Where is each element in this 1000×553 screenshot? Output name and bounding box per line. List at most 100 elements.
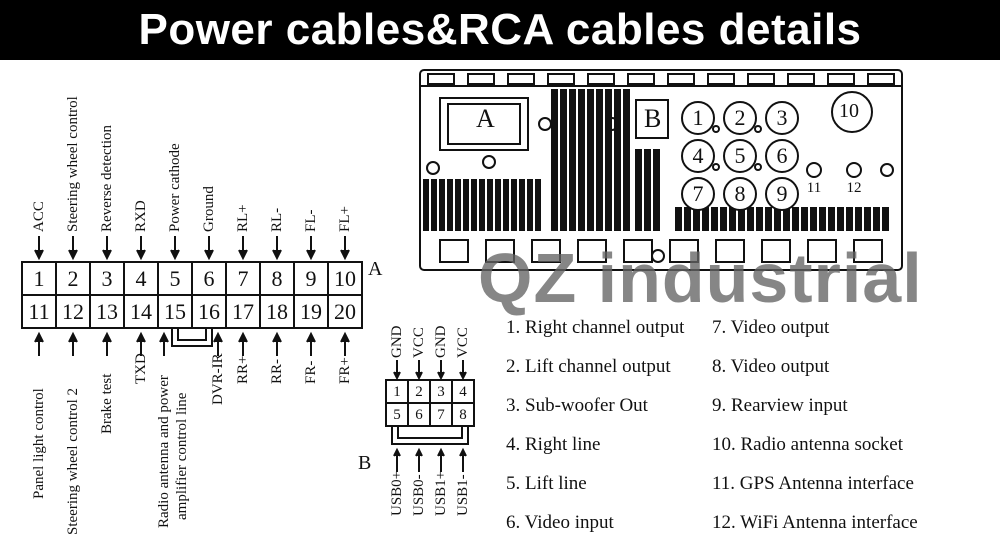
connector-b-bottom-label: USB0-: [411, 474, 427, 516]
panel-vent-tab: [547, 73, 575, 85]
connector-b-bottom-label: USB1-: [455, 474, 471, 516]
panel-vent-tab: [707, 73, 735, 85]
panel-vent-tab: [427, 73, 455, 85]
panel-bottom-fin: [635, 149, 642, 231]
connector-a-pin: 7: [237, 266, 249, 291]
connector-b-pin: 5: [393, 407, 401, 423]
panel-vent-tab: [507, 73, 535, 85]
panel-jack-number: 7: [681, 177, 715, 211]
legend-item: 6. Video input: [506, 512, 614, 533]
connector-a-pin: 17: [232, 299, 254, 324]
connector-a-bottom-arrowhead: [272, 331, 282, 343]
connector-a-top-arrowhead: [306, 249, 316, 261]
connector-a-bottom-arrowhead: [68, 331, 78, 343]
connector-b-bottom-label: USB0+: [389, 470, 405, 516]
connector-a-top-arrowhead: [102, 249, 112, 261]
connector-a-top-label: Ground: [201, 186, 217, 232]
connector-a-pin: 12: [62, 299, 84, 324]
panel-bottom-fin: [519, 179, 525, 231]
connector-b-top-arrowhead: [415, 371, 423, 381]
connector-a-top-label: FL+: [337, 206, 353, 232]
connector-a-pin: 16: [198, 299, 220, 324]
connector-b-pin: 4: [459, 384, 467, 400]
panel-jack-number: 2: [723, 101, 757, 135]
panel-fin: [560, 89, 567, 231]
panel-vent-tab: [867, 73, 895, 85]
panel-jack-number: 1: [681, 101, 715, 135]
panel-vent-tab: [627, 73, 655, 85]
panel-fin: [569, 89, 576, 231]
legend-item: 9. Rearview input: [712, 395, 848, 416]
panel-bottom-tab: [577, 239, 607, 263]
connector-a-pin: 19: [300, 299, 322, 324]
panel-bottom-fin: [511, 179, 517, 231]
connector-a-pin: 2: [67, 266, 79, 291]
connector-a-bottom-arrowhead: [34, 331, 44, 343]
connector-a-top-arrowhead: [340, 249, 350, 261]
panel-vent-tab: [587, 73, 615, 85]
connector-a-bottom-label: amplifier control line: [174, 392, 190, 521]
panel-bottom-fin: [495, 179, 501, 231]
panel-bottom-fin: [503, 179, 509, 231]
panel-fin: [578, 89, 585, 231]
connector-a-bottom-label: FR+: [337, 356, 353, 384]
legend-item: 10. Radio antenna socket: [712, 434, 904, 455]
connector-a-bottom-label: RR-: [269, 358, 285, 384]
connector-a-bottom-arrowhead: [136, 331, 146, 343]
panel-bottom-fin: [423, 179, 429, 231]
panel-bottom-fin: [487, 179, 493, 231]
panel-bottom-fin: [693, 207, 700, 231]
legend-item: 7. Video output: [712, 317, 830, 338]
panel-bottom-fin: [431, 179, 437, 231]
connector-b-top-label: GND: [433, 325, 449, 359]
panel-bottom-fin: [738, 207, 745, 231]
panel-bottom-fin: [801, 207, 808, 231]
panel-fin: [551, 89, 558, 231]
connector-a-bottom-label: DVR-IR: [210, 353, 226, 406]
legend-item: 2. Lift channel output: [506, 356, 671, 377]
panel-bottom-fin: [702, 207, 709, 231]
panel-bottom-fin: [819, 207, 826, 231]
panel-bottom-fin: [783, 207, 790, 231]
connector-a-bottom-arrowhead: [238, 331, 248, 343]
connector-b-pin: 2: [415, 384, 423, 400]
connector-b-bottom-arrowhead: [437, 447, 445, 457]
connector-b-bottom-arrowhead: [393, 447, 401, 457]
connector-a-top-arrowhead: [68, 249, 78, 261]
panel-bottom-fin: [747, 207, 754, 231]
panel-bottom-tab: [807, 239, 837, 263]
connector-a-top-label: ACC: [31, 201, 47, 232]
connector-a-bottom-label: TXD: [133, 352, 149, 384]
panel-bottom-fin: [846, 207, 853, 231]
connector-a-pin: 6: [203, 266, 215, 291]
connector-b-top-arrowhead: [437, 371, 445, 381]
panel-bottom-fin: [828, 207, 835, 231]
panel-bottom-fin: [535, 179, 541, 231]
connector-a-bottom-label: Radio antenna and power: [156, 374, 172, 528]
panel-vent-tab: [747, 73, 775, 85]
panel-vent-tab: [667, 73, 695, 85]
connector-a-bottom-arrowhead: [340, 331, 350, 343]
connector-a-top-label: Steering wheel control: [65, 96, 81, 232]
connector-a-pin: 10: [334, 266, 356, 291]
back-panel-outline: [419, 69, 903, 271]
connector-a-bottom-arrowhead: [102, 331, 112, 343]
connector-a-top-arrowhead: [272, 249, 282, 261]
legend-item: 4. Right line: [506, 434, 601, 455]
panel-bottom-fin: [439, 179, 445, 231]
connector-a-pin: 11: [28, 299, 50, 324]
connector-a-top-label: Power cathode: [167, 143, 183, 232]
connector-a-pin: 13: [96, 299, 118, 324]
connector-a-top-arrowhead: [204, 249, 214, 261]
panel-fin: [614, 89, 621, 231]
connector-a-top-arrowhead: [238, 249, 248, 261]
panel-vent-tab: [787, 73, 815, 85]
panel-bottom-fin: [684, 207, 691, 231]
connector-a-letter: A: [368, 258, 383, 280]
legend-item: 8. Video output: [712, 356, 830, 377]
panel-bottom-fin: [774, 207, 781, 231]
connector-a-top-label: RXD: [133, 200, 149, 232]
panel-bottom-fin: [810, 207, 817, 231]
connector-a-bottom-label: Steering wheel control 2: [65, 387, 81, 535]
connector-b-top-label: GND: [389, 325, 405, 359]
